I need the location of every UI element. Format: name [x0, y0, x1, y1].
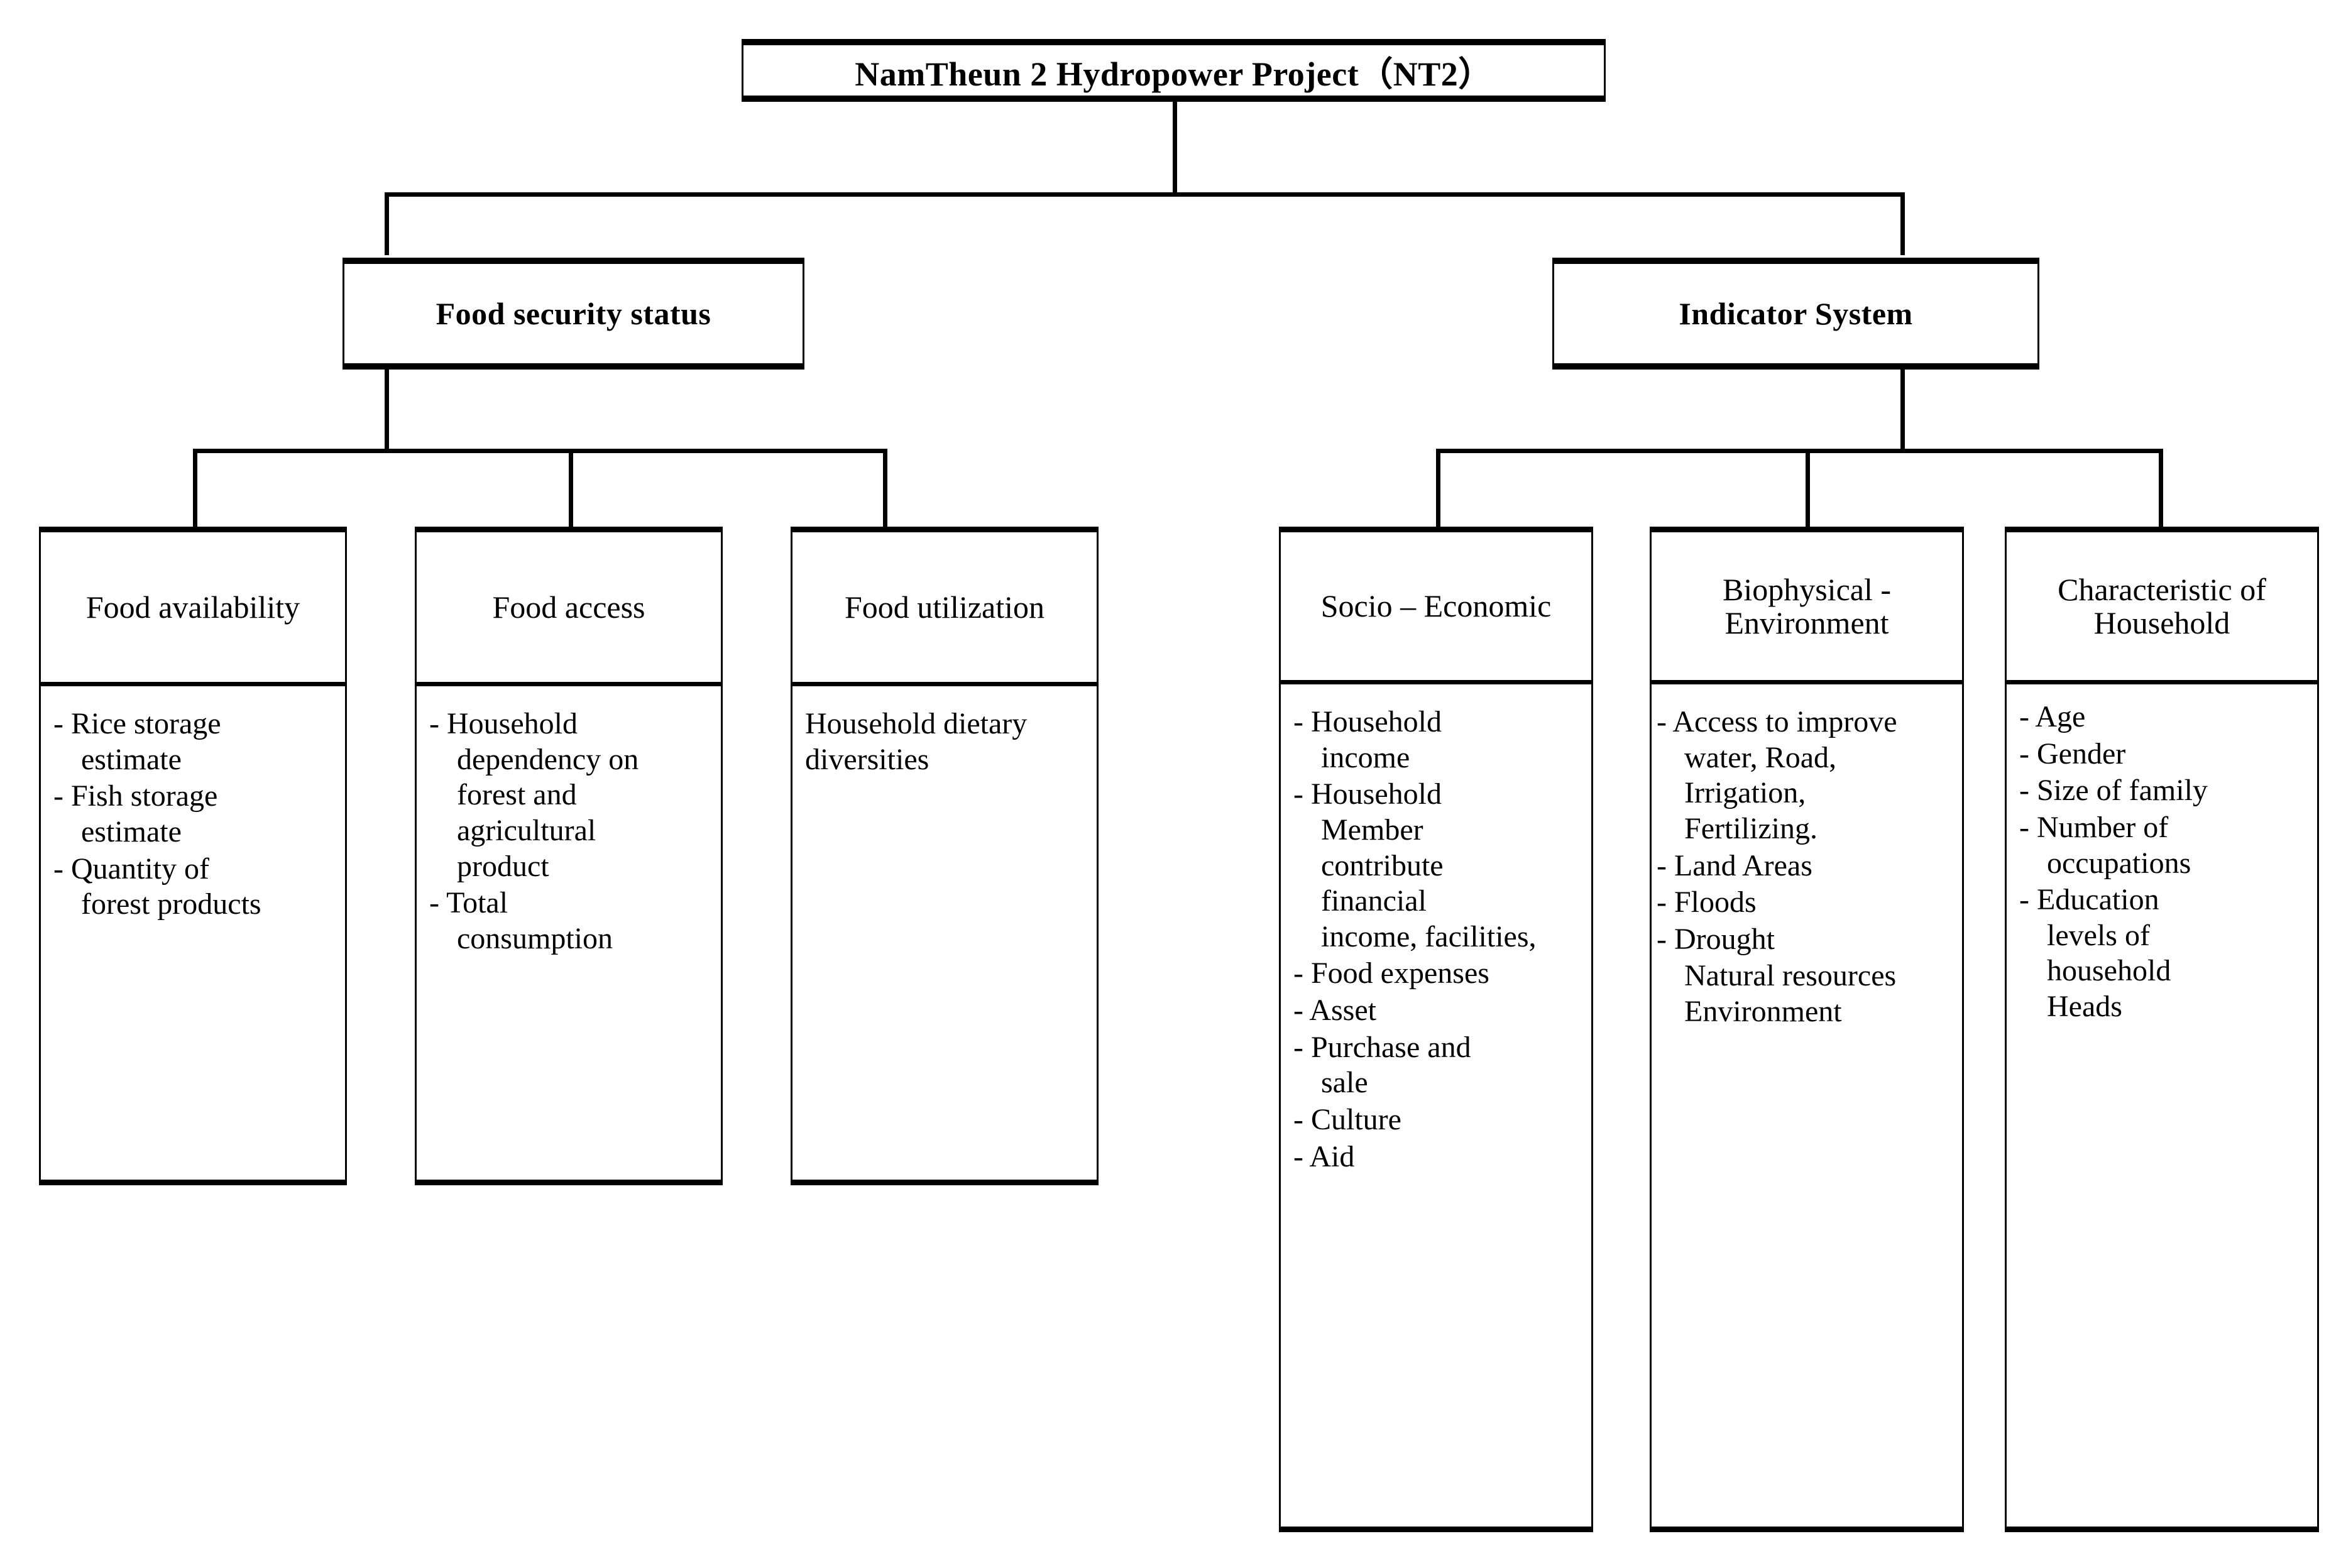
connector-level2-bus — [385, 192, 1905, 197]
food-utilization-text: Household dietary diversities — [805, 707, 1028, 776]
list-item: - Fish storage estimate — [53, 779, 218, 848]
socio-economic-body: - Household income - Household Member co… — [1281, 684, 1591, 1182]
connector-root-stem — [1173, 99, 1177, 197]
connector-to-characteristic — [2159, 449, 2163, 527]
list-item: - Total consumption — [429, 886, 613, 955]
root-title: NamTheun 2 Hydropower Project（NT2） — [855, 55, 1493, 93]
food-security-status-title: Food security status — [436, 296, 711, 331]
list-item: - Rice storage estimate — [53, 707, 221, 776]
node-characteristic-of-household[interactable]: Characteristic of Household - Age - Gend… — [2005, 527, 2319, 1532]
socio-economic-title: Socio – Economic — [1281, 532, 1591, 684]
node-food-utilization[interactable]: Food utilization Household dietary diver… — [791, 527, 1099, 1185]
food-availability-title: Food availability — [41, 532, 345, 686]
node-socio-economic[interactable]: Socio – Economic - Household income - Ho… — [1279, 527, 1593, 1532]
list-item: - Number of occupations — [2019, 810, 2191, 880]
list-item: - Aid — [1293, 1139, 1355, 1173]
node-biophysical-environment[interactable]: Biophysical - Environment - Access to im… — [1650, 527, 1964, 1532]
list-item: - Quantity of forest products — [53, 852, 261, 921]
connector-to-food-utilization — [883, 449, 887, 527]
indicator-system-title: Indicator System — [1679, 296, 1913, 331]
connector-left-bus — [193, 449, 887, 453]
connector-food-security-stem — [385, 368, 389, 451]
biophysical-environment-body: - Access to improve water, Road, Irrigat… — [1652, 684, 1962, 1038]
node-food-security-status[interactable]: Food security status — [343, 258, 804, 370]
list-item: - Culture — [1293, 1102, 1401, 1136]
food-access-title: Food access — [417, 532, 721, 686]
characteristic-of-household-body: - Age - Gender - Size of family - Number… — [2007, 684, 2317, 1033]
connector-to-food-access — [569, 449, 573, 527]
food-availability-list: - Rice storage estimate - Fish storage e… — [53, 706, 336, 923]
list-item: - Drought — [1657, 922, 1775, 956]
connector-to-biophysical — [1806, 449, 1810, 527]
characteristic-of-household-list: - Age - Gender - Size of family - Number… — [2019, 699, 2308, 1025]
list-item: - Education levels of household Heads — [2019, 883, 2171, 1023]
food-access-body: - Household dependency on forest and agr… — [417, 686, 721, 964]
biophysical-environment-title: Biophysical - Environment — [1652, 532, 1962, 684]
list-item: - Floods — [1657, 885, 1757, 919]
connector-to-food-security — [385, 192, 389, 255]
food-utilization-title: Food utilization — [792, 532, 1097, 686]
biophysical-environment-list: - Access to improve water, Road, Irrigat… — [1657, 705, 1953, 1030]
connector-indicator-system-stem — [1900, 368, 1905, 451]
list-item: - Access to improve water, Road, Irrigat… — [1657, 705, 1897, 845]
node-root[interactable]: NamTheun 2 Hydropower Project（NT2） — [742, 39, 1606, 102]
food-availability-body: - Rice storage estimate - Fish storage e… — [41, 686, 345, 930]
list-item: - Household dependency on forest and agr… — [429, 707, 639, 883]
list-item: - Gender — [2019, 737, 2126, 770]
list-item: - Purchase and sale — [1293, 1030, 1471, 1100]
node-food-availability[interactable]: Food availability - Rice storage estimat… — [39, 527, 347, 1185]
connector-to-food-availability — [193, 449, 197, 527]
node-food-access[interactable]: Food access - Household dependency on fo… — [415, 527, 723, 1185]
connector-right-bus — [1436, 449, 2163, 453]
list-item: - Size of family — [2019, 774, 2208, 808]
list-item: - Household Member contribute financial … — [1293, 777, 1537, 953]
list-item: - Age — [2019, 700, 2086, 733]
node-indicator-system[interactable]: Indicator System — [1552, 258, 2039, 370]
connector-to-indicator-system — [1900, 192, 1905, 255]
characteristic-of-household-title: Characteristic of Household — [2007, 532, 2317, 684]
list-item: Natural resources Environment — [1684, 959, 1897, 1028]
food-access-list: - Household dependency on forest and agr… — [429, 706, 712, 957]
list-item: - Household income — [1293, 705, 1442, 774]
list-item: - Food expenses — [1293, 957, 1489, 990]
list-item: - Land Areas — [1657, 848, 1812, 882]
socio-economic-list: - Household income - Household Member co… — [1293, 705, 1582, 1175]
list-item: - Asset — [1293, 994, 1376, 1027]
food-utilization-body: Household dietary diversities — [792, 686, 1097, 784]
connector-to-socio-economic — [1436, 449, 1440, 527]
